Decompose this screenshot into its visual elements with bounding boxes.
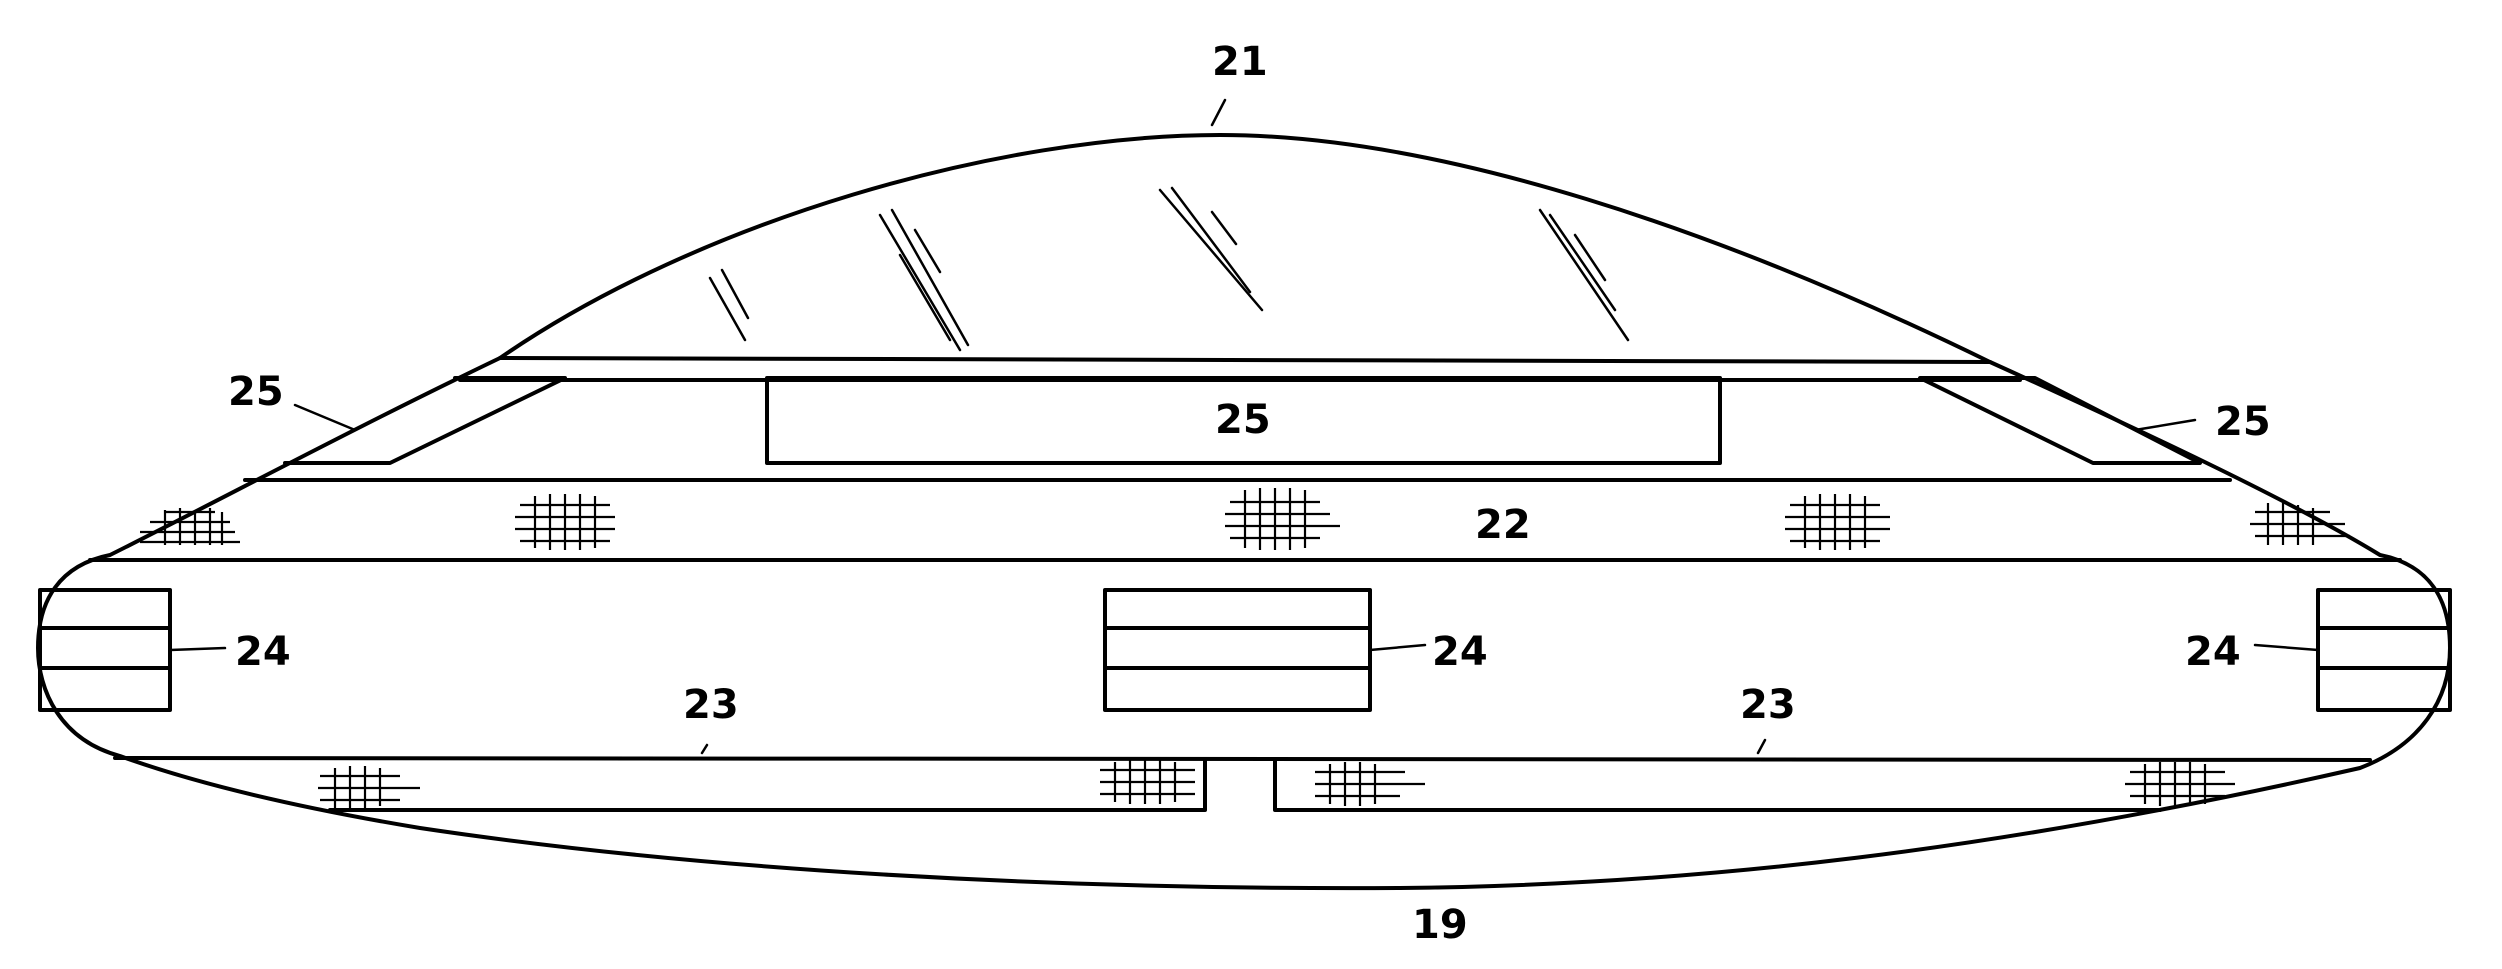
left-strip bbox=[328, 758, 1207, 812]
mesh-patches-lower bbox=[318, 760, 2235, 808]
label-22: 22 bbox=[1475, 502, 1531, 548]
label-24-right: 24 bbox=[2185, 629, 2241, 675]
right-block bbox=[2316, 588, 2452, 712]
right-strip bbox=[1273, 758, 2162, 812]
lower-band-line bbox=[113, 756, 2372, 762]
label-25-right: 25 bbox=[2215, 399, 2271, 445]
top-right-panel bbox=[1918, 376, 2202, 465]
label-25-left: 25 bbox=[228, 369, 284, 415]
label-19: 19 bbox=[1412, 902, 1468, 948]
dome-base-line bbox=[498, 356, 1992, 364]
mesh-patches-upper bbox=[140, 488, 2350, 550]
label-24-center: 24 bbox=[1432, 629, 1488, 675]
label-21: 21 bbox=[1212, 39, 1268, 85]
label-25-center: 25 bbox=[1215, 397, 1271, 443]
label-24-left: 24 bbox=[235, 629, 291, 675]
center-block bbox=[1103, 588, 1372, 712]
dome-glare-marks bbox=[708, 186, 1630, 352]
top-center-panel bbox=[765, 376, 1722, 465]
left-block bbox=[38, 588, 172, 712]
hull-outline bbox=[36, 133, 2452, 891]
leader-lines bbox=[168, 98, 2320, 755]
label-23-left: 23 bbox=[683, 682, 739, 728]
label-23-right: 23 bbox=[1740, 682, 1796, 728]
top-left-panel bbox=[283, 376, 567, 465]
